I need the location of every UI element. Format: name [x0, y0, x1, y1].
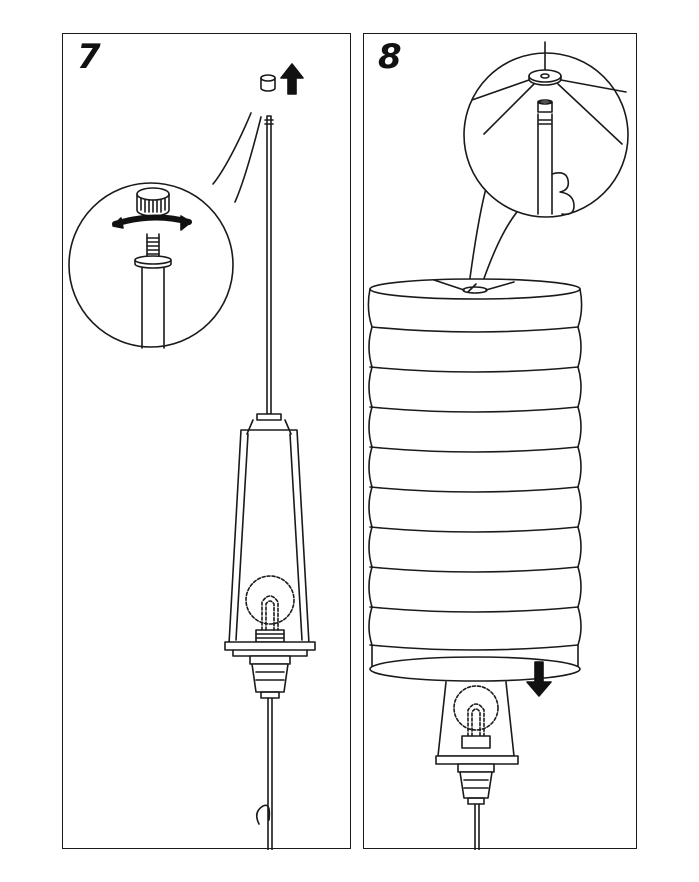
- lamp-body: [224, 413, 316, 699]
- detail-contents: [471, 41, 627, 216]
- bulb-icon: [245, 575, 295, 631]
- bulb-icon: [453, 685, 499, 737]
- step-8-illustration: [367, 41, 629, 850]
- lamp-body: [435, 681, 519, 805]
- detail-circle: [68, 182, 234, 348]
- detail-contents: [112, 187, 192, 349]
- cord: [267, 697, 273, 850]
- step-7-panel: 7: [62, 33, 351, 850]
- rod-cap: [260, 74, 276, 92]
- cord: [474, 803, 480, 850]
- step-7-illustration: [68, 63, 316, 850]
- step-number: 7: [77, 37, 101, 77]
- lamp-shade: [367, 278, 583, 682]
- step-8-panel: 8: [363, 33, 637, 850]
- step-number: 8: [378, 37, 402, 77]
- callout-pointer: [212, 112, 262, 203]
- detail-circle: [463, 52, 629, 218]
- arrow-down-icon: [526, 661, 552, 697]
- arrow-up-icon: [280, 63, 304, 95]
- rod: [264, 115, 274, 415]
